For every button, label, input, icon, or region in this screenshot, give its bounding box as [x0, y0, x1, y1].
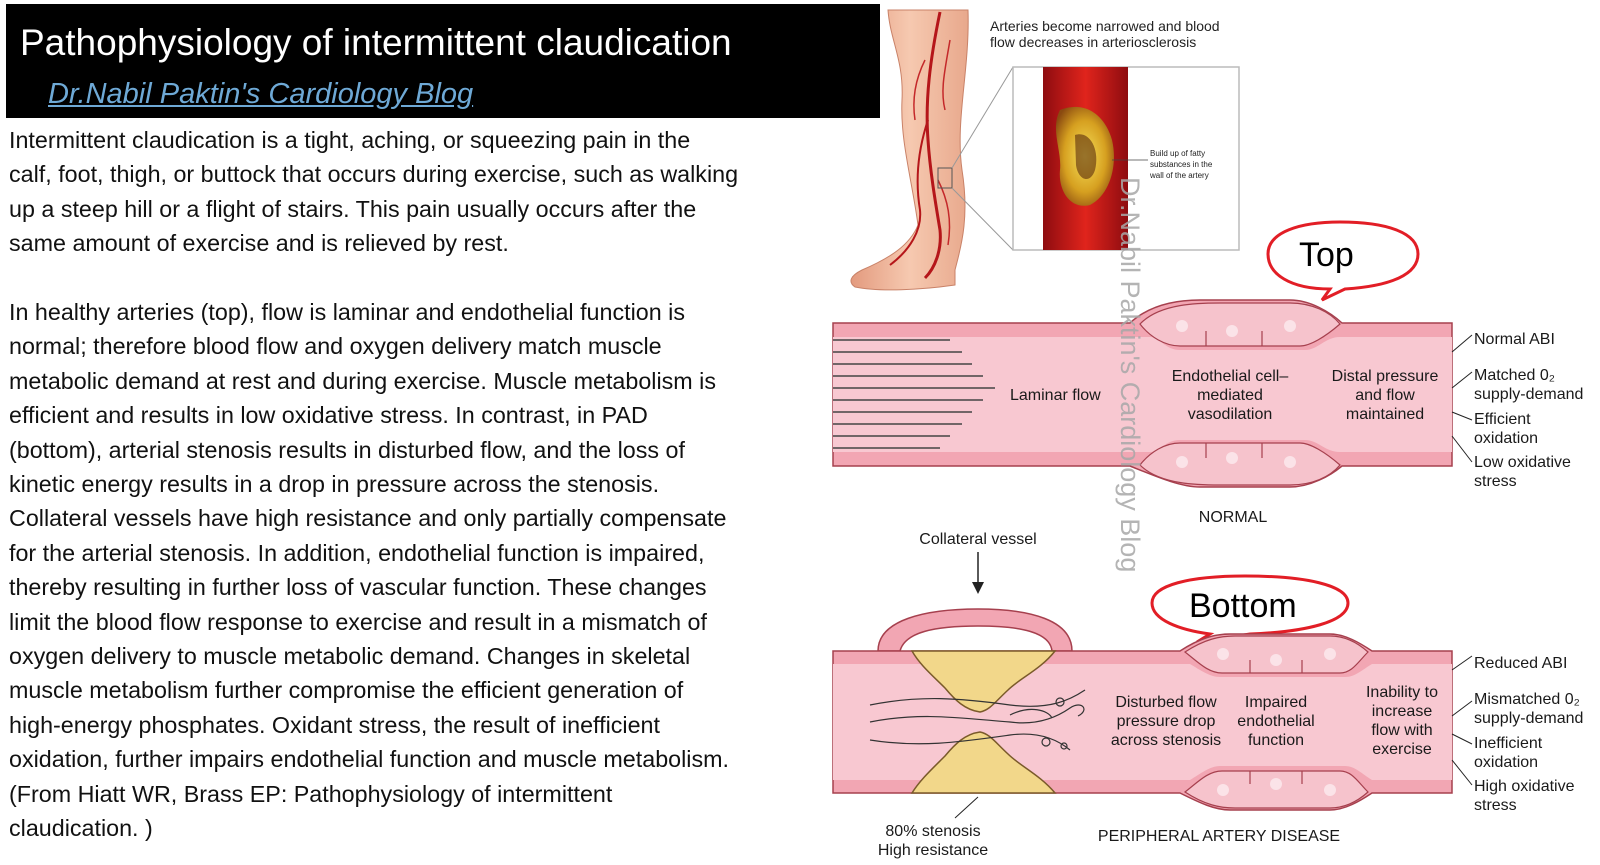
normal-outcomes: Normal ABI Matched 0₂ supply-demand Effi…: [1451, 331, 1583, 490]
callout-top: Top: [1266, 220, 1420, 302]
inset-caption-1: Build up of fatty: [1150, 149, 1205, 158]
zoom-line-2: [951, 187, 1014, 251]
pad-supply-label: supply-demand: [1474, 710, 1583, 727]
normal-vessel: Laminar flow Endothelial cell– mediated …: [832, 299, 1453, 526]
normal-supply-label: supply-demand: [1474, 386, 1583, 403]
artery-caption-2: flow decreases in arteriosclerosis: [990, 34, 1196, 50]
disturbed-label-3: across stenosis: [1111, 732, 1221, 749]
artery-branch-3: [913, 59, 926, 121]
artery-main: [923, 11, 942, 280]
inability-label-1: Inability to: [1366, 684, 1438, 701]
endothelial-label-1: Endothelial cell–: [1172, 368, 1289, 385]
reduced-abi-label: Reduced ABI: [1474, 655, 1567, 672]
normal-low-oxidative-label: Low oxidative: [1474, 454, 1571, 471]
impaired-label-3: function: [1248, 732, 1304, 749]
plaque-core: [1075, 134, 1097, 180]
distal-label-3: maintained: [1346, 406, 1424, 423]
inset-caption-2: substances in the: [1150, 160, 1213, 169]
inability-label-3: flow with: [1371, 722, 1432, 739]
disturbed-label-1: Disturbed flow: [1115, 694, 1217, 711]
artery-branch-2: [942, 39, 951, 111]
plaque-bottom: [910, 731, 1057, 794]
stenosis-pointer: [954, 796, 979, 819]
callout-bottom-text: Bottom: [1189, 587, 1297, 625]
distal-label-1: Distal pressure: [1332, 368, 1439, 385]
pad-oxidation-label: oxidation: [1474, 754, 1538, 771]
normal-stress-label: stress: [1474, 473, 1517, 490]
stenosis-label-2: High resistance: [878, 842, 988, 859]
normal-oxidation-label: oxidation: [1474, 430, 1538, 447]
watermark: Dr.Nabil Paktin's Cardiology Blog: [1115, 177, 1145, 572]
inability-label-2: increase: [1372, 703, 1433, 720]
distal-label-2: and flow: [1355, 387, 1415, 404]
normal-matched-label: Matched 0₂: [1474, 367, 1555, 384]
normal-abi-label: Normal ABI: [1474, 331, 1555, 348]
stenosis-label-1: 80% stenosis: [885, 823, 980, 840]
plaque-top: [910, 650, 1057, 713]
pad-outcomes: Reduced ABI Mismatched 0₂ supply-demand …: [1451, 655, 1583, 814]
leg-illustration: [850, 9, 1014, 291]
page-title: Pathophysiology of intermittent claudica…: [20, 22, 732, 63]
callout-top-bubble: [1266, 220, 1420, 302]
collateral-label: Collateral vessel: [919, 531, 1036, 548]
pad-heading: PERIPHERAL ARTERY DISEASE: [1098, 828, 1340, 845]
endothelial-label-2: mediated: [1197, 387, 1263, 404]
disturbed-label-2: pressure drop: [1117, 713, 1216, 730]
inset-caption-3: wall of the artery: [1149, 171, 1209, 180]
normal-endothelium-top: [1139, 302, 1341, 347]
disturbed-flow-lines: [869, 689, 1086, 751]
pathophysiology-paragraph: In healthy arteries (top), flow is lamin…: [9, 299, 729, 842]
normal-heading: NORMAL: [1199, 509, 1268, 526]
normal-lumen: [833, 337, 1452, 452]
artery-branch-4: [937, 179, 951, 246]
magnify-box: [937, 167, 953, 189]
zoom-line-1: [951, 66, 1014, 169]
impaired-label-1: Impaired: [1245, 694, 1307, 711]
inefficient-label: Inefficient: [1474, 735, 1543, 752]
title-banner: Pathophysiology of intermittent claudica…: [6, 4, 880, 118]
leg-shape: [850, 9, 969, 291]
mismatched-label: Mismatched 0₂: [1474, 691, 1580, 708]
artery-branch-1: [889, 119, 929, 266]
callout-top-text: Top: [1299, 236, 1354, 274]
high-oxidative-label: High oxidative: [1474, 778, 1575, 795]
laminar-flow-label: Laminar flow: [1010, 387, 1101, 404]
pad-vessel: Collateral vessel Disturbed flow pressur…: [832, 531, 1453, 859]
blog-link[interactable]: Dr.Nabil Paktin's Cardiology Blog: [48, 78, 474, 110]
inability-label-4: exercise: [1372, 741, 1432, 758]
artery-caption-1: Arteries become narrowed and blood: [990, 18, 1220, 34]
collateral-vessel-shape: [877, 608, 1073, 652]
callout-bottom: Bottom: [1150, 574, 1350, 644]
intro-paragraph: Intermittent claudication is a tight, ac…: [9, 127, 739, 257]
normal-endothelium-bottom: [1139, 442, 1341, 486]
normal-efficient-label: Efficient: [1474, 411, 1531, 428]
artery-inset: Build up of fatty substances in the wall…: [1012, 66, 1240, 251]
laminar-flow-lines: [833, 339, 995, 449]
pad-stress-label: stress: [1474, 797, 1517, 814]
impaired-label-2: endothelial: [1237, 713, 1314, 730]
endothelial-label-3: vasodilation: [1188, 406, 1273, 423]
callout-bottom-bubble: [1150, 574, 1350, 644]
